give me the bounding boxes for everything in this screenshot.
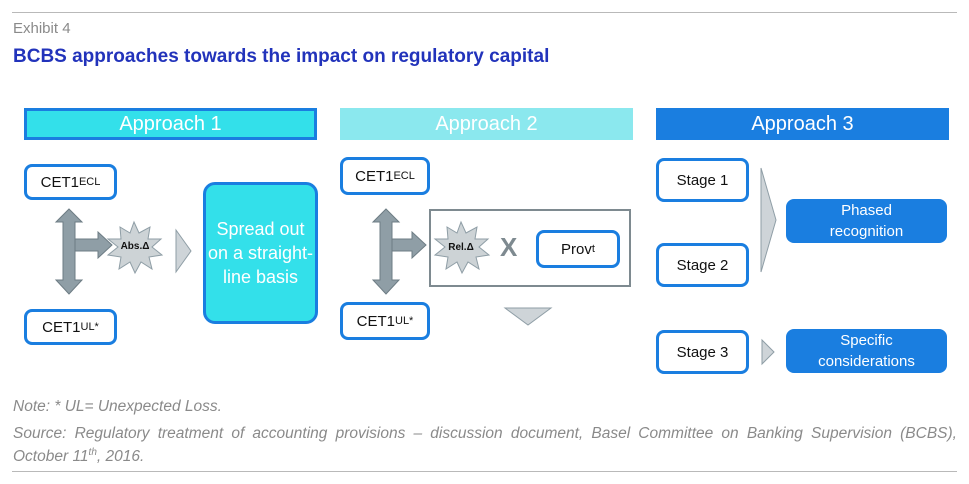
cet1-ul-subscript: UL*: [80, 321, 99, 333]
approach-3-header: Approach 3: [656, 108, 949, 140]
specific-considerations-box: Specific considerations: [786, 329, 947, 373]
prov-label: Prov: [561, 240, 592, 258]
abs-delta-label: Abs.Δ: [120, 241, 150, 252]
bottom-divider: [12, 471, 957, 472]
approach-2-double-arrow: [371, 208, 427, 295]
rel-delta-label: Rel.Δ: [448, 242, 474, 253]
stage-3-box: Stage 3: [656, 330, 749, 374]
source-superscript: th: [88, 447, 97, 458]
approach-2-header: Approach 2: [340, 108, 633, 140]
prov-subscript: t: [591, 243, 595, 255]
cet1-ul-label: CET1: [42, 318, 81, 336]
stage-2-label: Stage 2: [676, 256, 729, 274]
approach-3-small-chevron: [761, 338, 775, 366]
abs-delta-starburst: [106, 220, 164, 275]
specific-considerations-label: Specific considerations: [818, 332, 915, 370]
approach-2-down-chevron: [503, 307, 553, 326]
approach-3-big-chevron: [760, 167, 777, 273]
approach-1-double-arrow: [54, 208, 113, 295]
cet1-ecl-label: CET1: [355, 167, 394, 185]
approach-1-header: Approach 1: [24, 108, 317, 140]
source-text: Source: Regulatory treatment of accounti…: [13, 425, 957, 466]
cet1-ul-subscript: UL*: [395, 315, 414, 327]
phased-recognition-label: Phased recognition: [829, 202, 904, 240]
page-title: BCBS approaches towards the impact on re…: [13, 46, 550, 67]
cet1-ecl-subscript: ECL: [393, 170, 415, 182]
cet1-ul-label: CET1: [356, 312, 395, 330]
exhibit-label: Exhibit 4: [13, 20, 71, 37]
stage-3-label: Stage 3: [676, 343, 729, 361]
stage-1-label: Stage 1: [676, 171, 729, 189]
spread-straight-line-box: Spread out on a straight-line basis: [203, 182, 318, 324]
stage-1-box: Stage 1: [656, 158, 749, 202]
source-citation: Source: Regulatory treatment of accounti…: [13, 424, 957, 466]
multiply-operator: X: [500, 232, 518, 262]
rel-delta-starburst: [433, 220, 491, 275]
cet1-ecl-label: CET1: [40, 173, 79, 191]
spread-label: Spread out on a straight-line basis: [207, 219, 314, 287]
source-suffix: , 2016.: [96, 448, 145, 466]
top-divider: [12, 12, 957, 13]
phased-recognition-box: Phased recognition: [786, 199, 947, 243]
footnote: Note: * UL= Unexpected Loss.: [13, 398, 222, 415]
approach-1-chevron: [175, 228, 192, 274]
approach-2-formula-frame: [429, 209, 631, 287]
cet1-ecl-subscript: ECL: [78, 176, 101, 188]
stage-2-box: Stage 2: [656, 243, 749, 287]
